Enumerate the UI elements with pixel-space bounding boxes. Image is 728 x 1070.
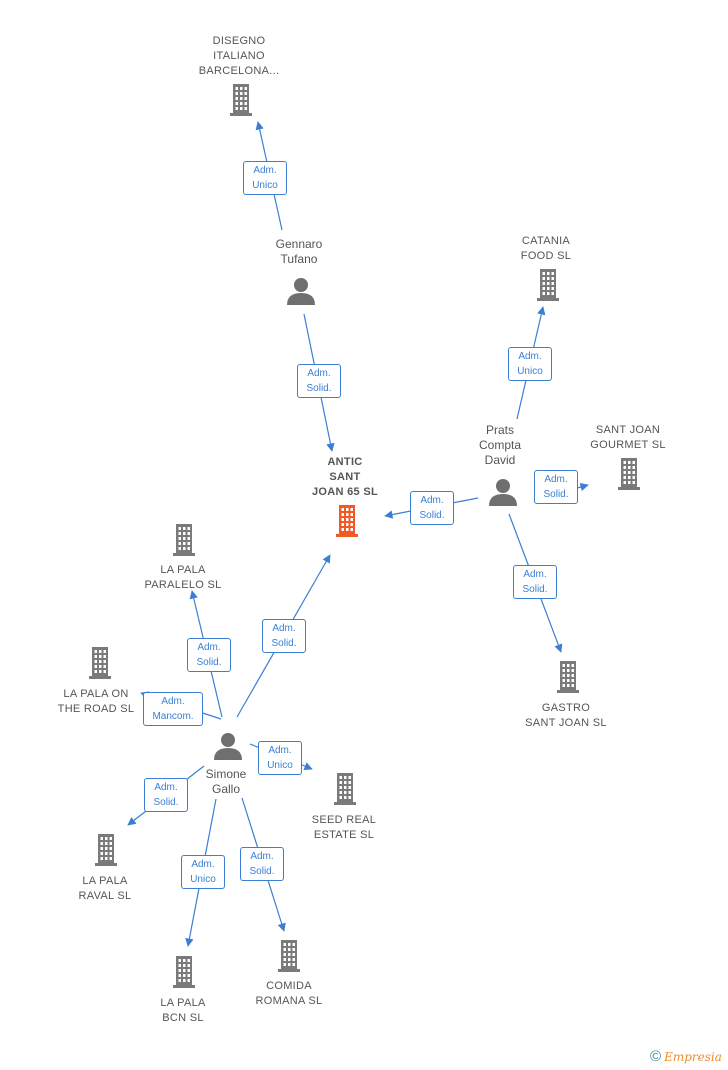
brand-logo: ©Empresia xyxy=(650,1048,722,1065)
main-company-icon[interactable] xyxy=(336,505,358,537)
company-building-icon[interactable] xyxy=(173,524,195,556)
company-building-icon[interactable] xyxy=(95,834,117,866)
company-building-icon[interactable] xyxy=(230,84,252,116)
relation-label[interactable]: Adm. Solid. xyxy=(144,778,188,812)
company-building-icon[interactable] xyxy=(537,269,559,301)
company-name[interactable]: COMIDA ROMANA SL xyxy=(255,980,323,1007)
company-name[interactable]: LA PALA BCN SL xyxy=(160,997,206,1024)
company-building-icon[interactable] xyxy=(334,773,356,805)
relation-label[interactable]: Adm. Solid. xyxy=(187,638,231,672)
company-name[interactable]: LA PALA PARALELO SL xyxy=(144,564,222,591)
main-company-name[interactable]: ANTIC SANT JOAN 65 SL xyxy=(312,456,378,498)
company-building-icon[interactable] xyxy=(557,661,579,693)
person-name[interactable]: Gennaro Tufano xyxy=(275,237,323,266)
relation-label[interactable]: Adm. Solid. xyxy=(297,364,341,398)
company-name[interactable]: GASTRO SANT JOAN SL xyxy=(525,702,607,729)
relation-label[interactable]: Adm. Solid. xyxy=(240,847,284,881)
relation-label[interactable]: Adm. Unico xyxy=(243,161,287,195)
relation-label[interactable]: Adm. Solid. xyxy=(534,470,578,504)
person-icon[interactable] xyxy=(287,278,315,305)
company-building-icon[interactable] xyxy=(173,956,195,988)
company-name[interactable]: LA PALA ON THE ROAD SL xyxy=(57,688,135,715)
person-name[interactable]: Simone Gallo xyxy=(205,767,247,796)
copyright-icon: © xyxy=(650,1048,662,1065)
relation-label[interactable]: Adm. Unico xyxy=(508,347,552,381)
company-name[interactable]: SANT JOAN GOURMET SL xyxy=(590,424,666,451)
relation-label[interactable]: Adm. Solid. xyxy=(262,619,306,653)
company-name[interactable]: DISEGNO ITALIANO BARCELONA... xyxy=(198,35,280,77)
company-name[interactable]: CATANIA FOOD SL xyxy=(520,235,572,262)
company-name[interactable]: LA PALA RAVAL SL xyxy=(78,875,132,902)
company-name[interactable]: SEED REAL ESTATE SL xyxy=(311,814,377,841)
brand-name: Empresia xyxy=(664,1050,722,1064)
relation-label[interactable]: Adm. Solid. xyxy=(513,565,557,599)
person-icon[interactable] xyxy=(489,479,517,506)
person-name[interactable]: Prats Compta David xyxy=(478,423,522,467)
person-icon[interactable] xyxy=(214,733,242,760)
company-building-icon[interactable] xyxy=(89,647,111,679)
company-building-icon[interactable] xyxy=(278,940,300,972)
company-building-icon[interactable] xyxy=(618,458,640,490)
relation-label[interactable]: Adm. Unico xyxy=(258,741,302,775)
relation-label[interactable]: Adm. Solid. xyxy=(410,491,454,525)
relation-label[interactable]: Adm. Unico xyxy=(181,855,225,889)
relation-label[interactable]: Adm. Mancom. xyxy=(143,692,203,726)
